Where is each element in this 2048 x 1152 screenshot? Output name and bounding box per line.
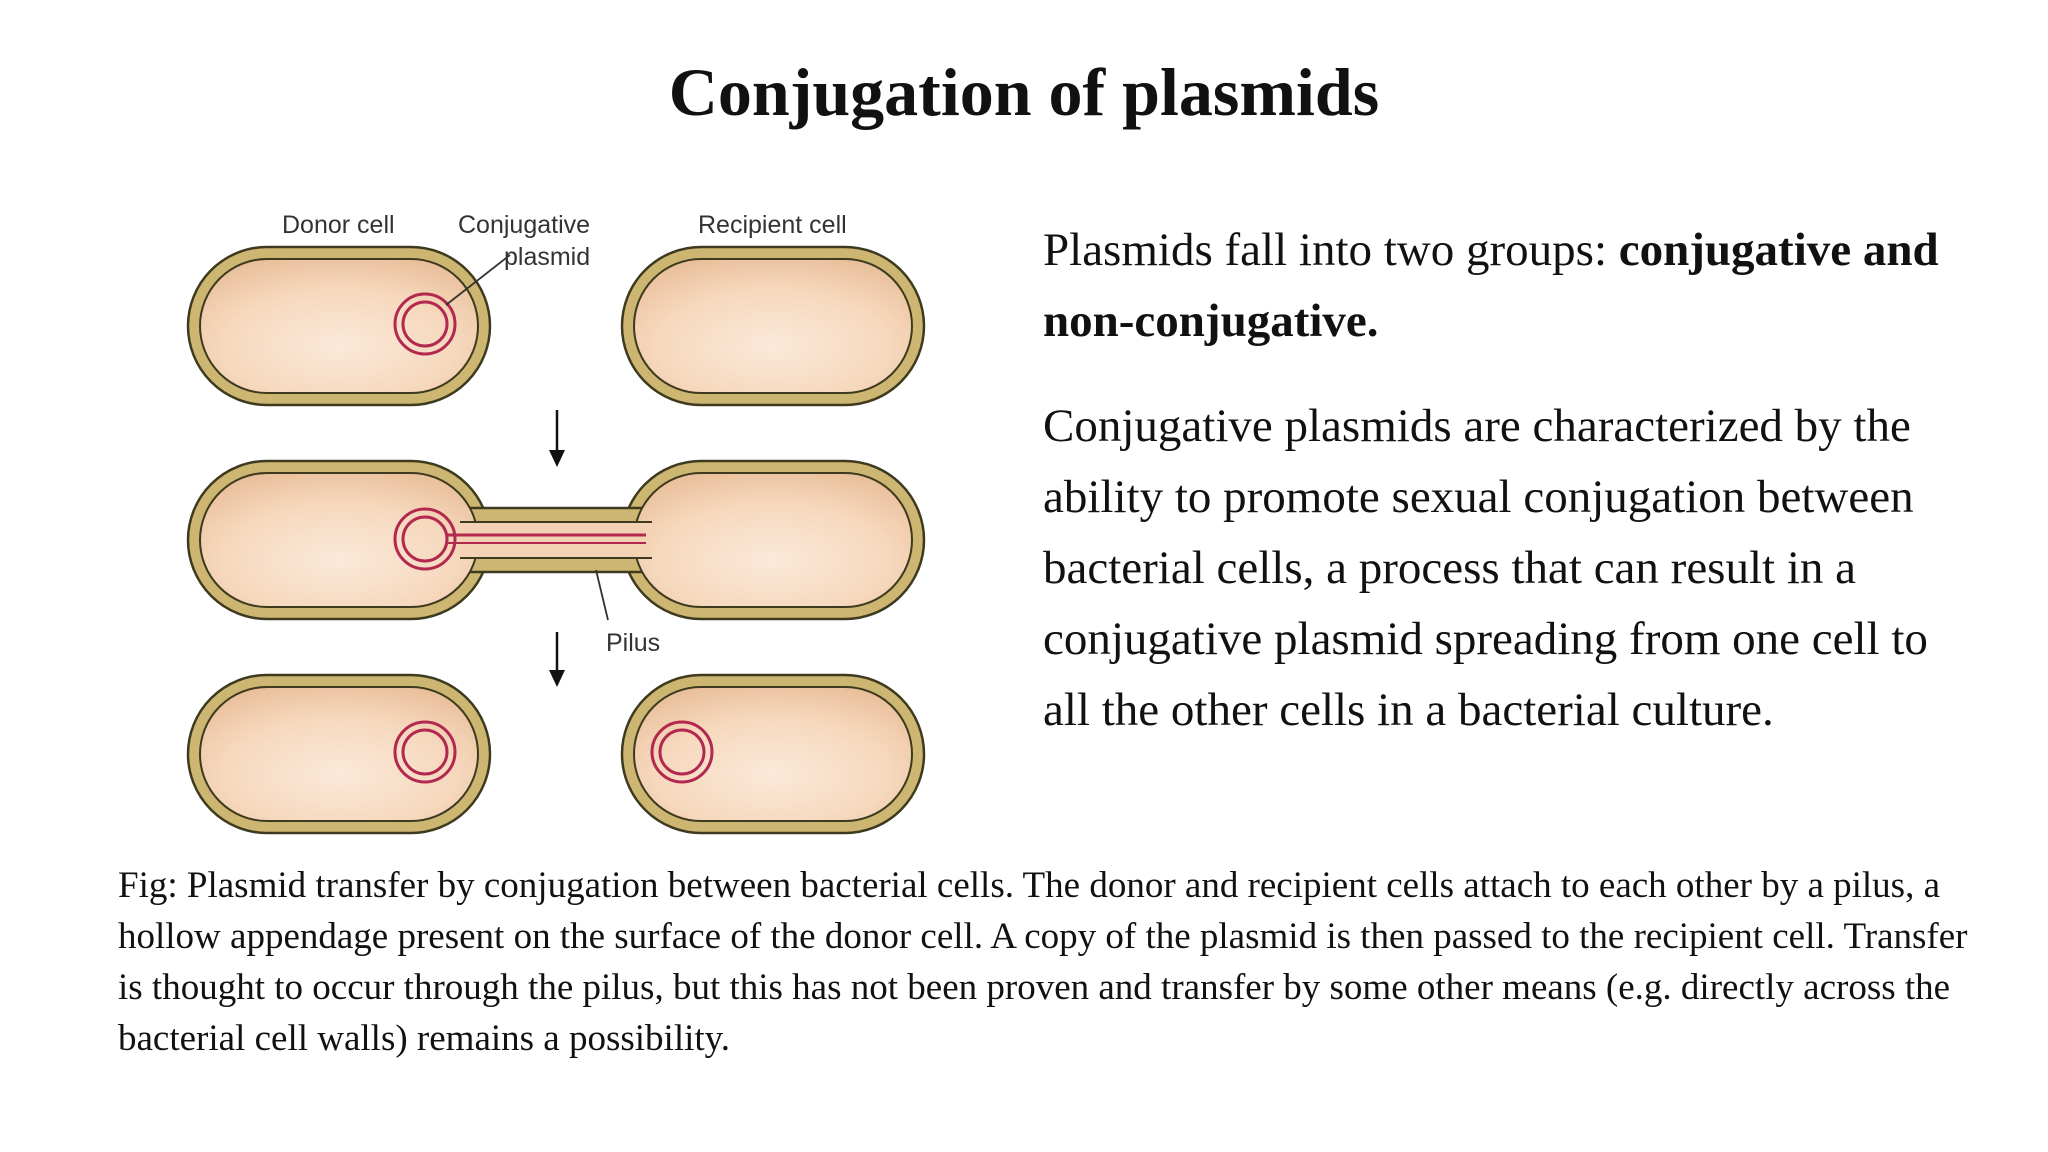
- figure-caption: Fig: Plasmid transfer by conjugation bet…: [118, 865, 1968, 1059]
- body-text: Plasmids fall into two groups: conjugati…: [1043, 215, 1963, 746]
- conjugative-label: Conjugative: [458, 211, 591, 239]
- recipient-cell-bottom: [620, 673, 926, 835]
- paragraph-groups: Plasmids fall into two groups: conjugati…: [1043, 215, 1963, 357]
- plasmid-label: plasmid: [504, 243, 591, 271]
- recipient-cell-label: Recipient cell: [698, 211, 847, 239]
- recipient-cell-top: [620, 245, 926, 407]
- plasmid-recipient-bottom-icon: [650, 720, 714, 784]
- connected-cells: [186, 459, 926, 621]
- down-arrow-icon: [549, 410, 565, 467]
- plasmid-leader-line: [445, 254, 511, 306]
- pilus-label: Pilus: [606, 629, 661, 657]
- paragraph-groups-text: Plasmids fall into two groups:: [1043, 224, 1619, 276]
- plasmid-donor-top-icon: [393, 292, 457, 356]
- plasmid-donor-bottom-icon: [393, 720, 457, 784]
- paragraph-groups-emphasis: conjugative and non-conjugative.: [1043, 224, 1939, 347]
- down-arrow-icon: [549, 632, 565, 687]
- slide-title: Conjugation of plasmids: [668, 54, 1380, 130]
- conjugation-figure: Donor cell Conjugative plasmid Recipient…: [160, 195, 960, 845]
- donor-cell-label: Donor cell: [282, 211, 395, 239]
- paragraph-conjugative: Conjugative plasmids are characterized b…: [1043, 400, 1928, 736]
- donor-cell-bottom: [186, 673, 492, 835]
- conjugation-diagram: [186, 245, 926, 835]
- plasmid-transfer-icon: [393, 507, 646, 571]
- donor-cell-top: [186, 245, 492, 407]
- pilus-leader-line: [595, 569, 609, 621]
